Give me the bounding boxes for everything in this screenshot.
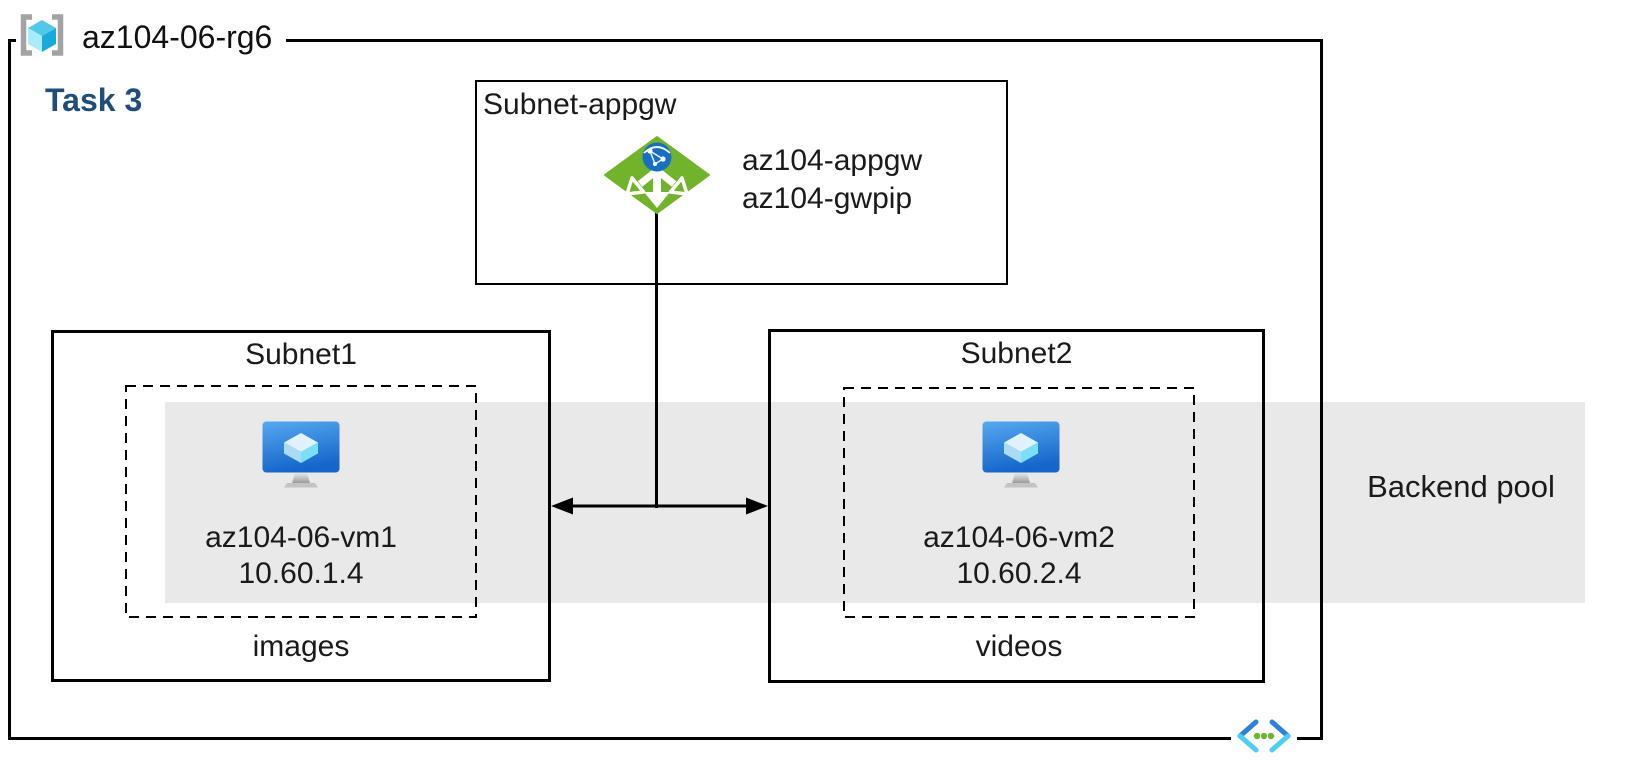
appgw-labels: az104-appgw az104-gwpip bbox=[742, 142, 922, 218]
subnet1-caption: images bbox=[252, 630, 350, 663]
virtual-network-icon bbox=[1231, 717, 1297, 755]
subnet-appgw-title: Subnet-appgw bbox=[483, 88, 677, 121]
appgw-public-ip-name: az104-gwpip bbox=[742, 182, 913, 215]
task-label: Task 3 bbox=[45, 82, 143, 118]
subnet-appgw-box bbox=[475, 80, 1008, 285]
subnet2-dashed-group bbox=[843, 387, 1195, 623]
vm2-ip: 10.60.2.4 bbox=[956, 557, 1082, 590]
appgw-name: az104-appgw bbox=[742, 144, 923, 177]
subnet2-caption: videos bbox=[975, 630, 1063, 663]
appgw-connector-line bbox=[655, 212, 658, 508]
backend-pool-band bbox=[165, 402, 1585, 603]
subnet1-box bbox=[51, 330, 551, 682]
subnet1-dashed-group bbox=[125, 385, 477, 623]
vm1-icon bbox=[262, 421, 340, 496]
resource-group-chip: az104-06-rg6 bbox=[16, 8, 287, 66]
vm1-ip: 10.60.1.4 bbox=[238, 557, 364, 590]
resource-group-icon bbox=[18, 13, 66, 61]
vm2-name: az104-06-vm2 bbox=[923, 521, 1115, 554]
backend-pool-label: Backend pool bbox=[1367, 469, 1555, 504]
subnet2-title: Subnet2 bbox=[960, 337, 1073, 370]
vm2-labels: az104-06-vm2 10.60.2.4 bbox=[869, 520, 1169, 592]
vm1-labels: az104-06-vm1 10.60.1.4 bbox=[151, 520, 451, 592]
subnet1-title: Subnet1 bbox=[245, 338, 357, 371]
application-gateway-icon bbox=[603, 136, 711, 219]
vm1-name: az104-06-vm1 bbox=[205, 521, 397, 554]
subnet2-box bbox=[768, 329, 1265, 683]
subnet-link-arrow bbox=[551, 492, 768, 525]
vm2-icon bbox=[982, 421, 1060, 496]
resource-group-name: az104-06-rg6 bbox=[82, 18, 273, 55]
resource-group-box bbox=[8, 39, 1323, 740]
